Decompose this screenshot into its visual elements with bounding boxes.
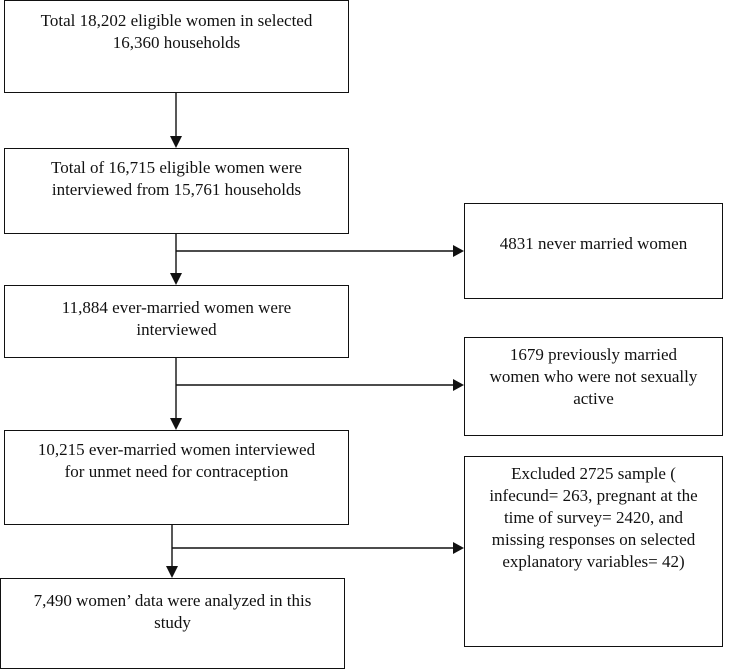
step-4-text: 10,215 ever-married women interviewed fo… — [37, 440, 316, 481]
step-5-box: 7,490 women’ data were analyzed in this … — [0, 578, 345, 669]
exclusion-1-text: 4831 never married women — [499, 234, 688, 253]
arrowhead-exclusion-3 — [453, 542, 464, 554]
step-4-box: 10,215 ever-married women interviewed fo… — [4, 430, 349, 525]
step-3-text: 11,884 ever-married women were interview… — [61, 298, 292, 339]
arrowhead-exclusion-1 — [453, 245, 464, 257]
step-1-text: Total 18,202 eligible women in selected … — [40, 11, 313, 52]
arrowhead-box4-to-box5 — [166, 566, 178, 578]
step-3-box: 11,884 ever-married women were interview… — [4, 285, 349, 358]
exclusion-1-box: 4831 never married women — [464, 203, 723, 299]
arrowhead-exclusion-2 — [453, 379, 464, 391]
exclusion-3-box: Excluded 2725 sample ( infecund= 263, pr… — [464, 456, 723, 647]
arrowhead-box3-to-box4 — [170, 418, 182, 430]
step-2-box: Total of 16,715 eligible women were inte… — [4, 148, 349, 234]
exclusion-3-text: Excluded 2725 sample ( infecund= 263, pr… — [489, 464, 698, 571]
arrowhead-box2-to-box3 — [170, 273, 182, 285]
exclusion-2-text: 1679 previously married women who were n… — [489, 345, 698, 408]
exclusion-2-box: 1679 previously married women who were n… — [464, 337, 723, 436]
step-5-text: 7,490 women’ data were analyzed in this … — [33, 591, 312, 632]
step-1-box: Total 18,202 eligible women in selected … — [4, 0, 349, 93]
step-2-text: Total of 16,715 eligible women were inte… — [51, 158, 302, 199]
arrowhead-box1-to-box2 — [170, 136, 182, 148]
